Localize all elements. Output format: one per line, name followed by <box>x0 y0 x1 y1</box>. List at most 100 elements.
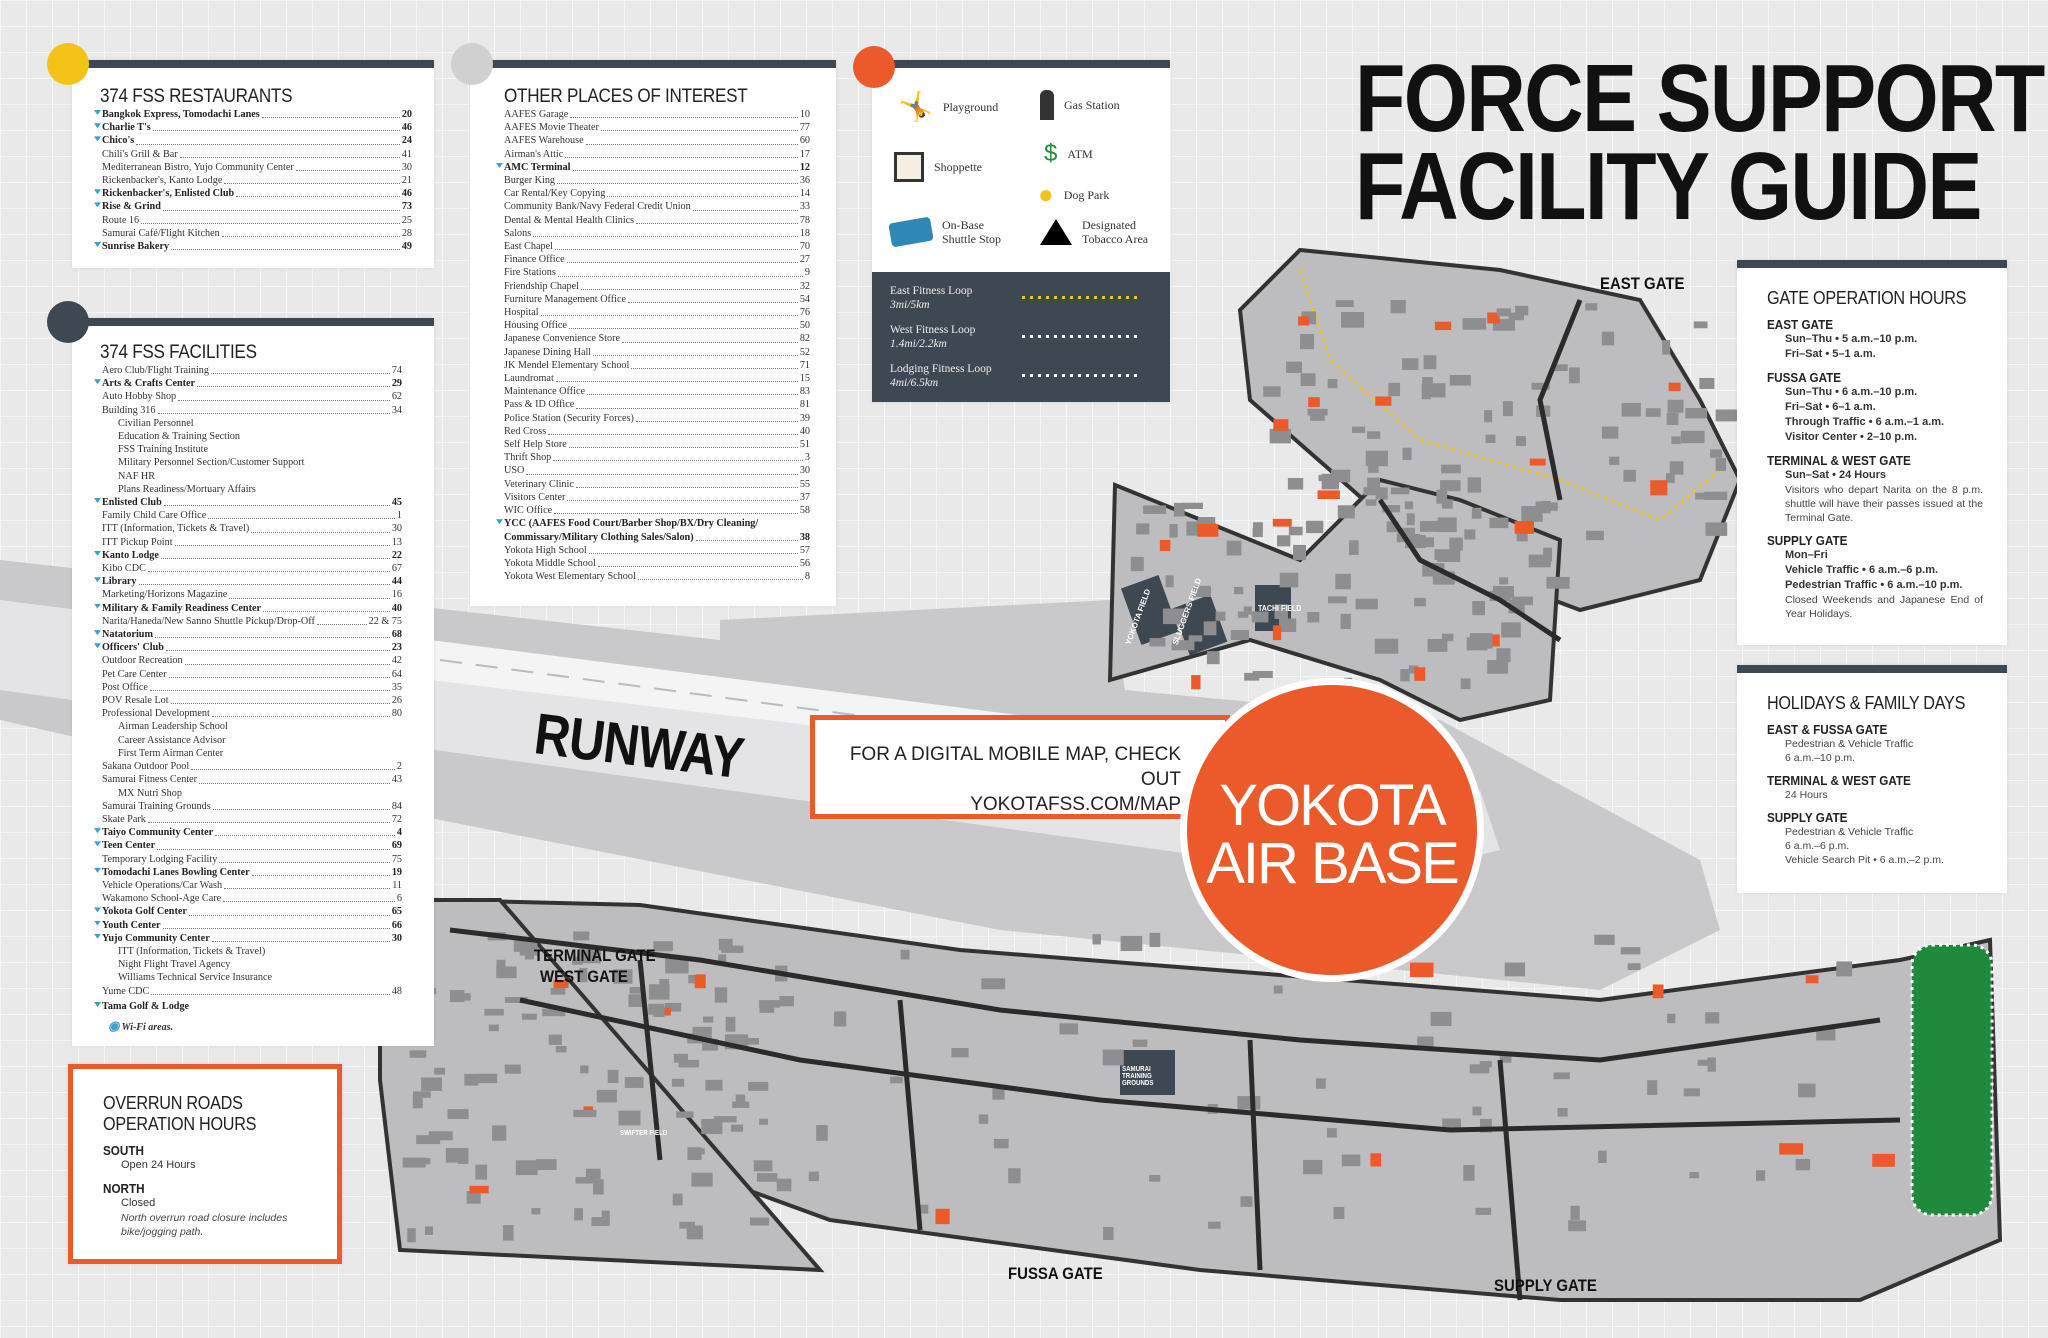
holiday-hours-line: 6 a.m.–6 p.m. <box>1785 840 1850 852</box>
divider <box>1737 665 2007 673</box>
building <box>1252 528 1263 538</box>
leader-dots <box>548 434 798 436</box>
gate-hours-line: Sun–Thu • 6 a.m.–10 p.m. <box>1785 386 1918 398</box>
map-number: 84 <box>391 800 402 812</box>
building <box>1273 985 1283 994</box>
item-name: Yokota High School <box>504 544 587 556</box>
building <box>553 979 569 989</box>
map-number: 46 <box>401 188 412 200</box>
building <box>464 1073 479 1086</box>
building <box>1390 487 1410 495</box>
wifi-icon <box>94 242 101 248</box>
building <box>1286 361 1303 373</box>
item-name: Family Child Care Office <box>102 510 207 522</box>
item-name: Chico's <box>102 135 135 147</box>
fussa-gate-label[interactable]: FUSSA GATE <box>1008 1264 1103 1283</box>
building <box>469 1185 489 1194</box>
map-number: 71 <box>799 359 810 371</box>
building <box>701 1119 723 1135</box>
map-number: 66 <box>391 919 402 931</box>
legend-shuttle: On-Base Shuttle Stop <box>888 216 1012 248</box>
building <box>402 1157 426 1168</box>
building <box>624 1076 644 1088</box>
item-name: Community Bank/Navy Federal Credit Union <box>504 201 691 213</box>
building <box>1273 419 1289 431</box>
leader-dots <box>631 368 798 370</box>
building <box>1298 316 1310 326</box>
west-gate-label[interactable]: WEST GATE <box>540 967 628 986</box>
map-number: 26 <box>391 695 402 707</box>
other-places-heading: OTHER PLACES OF INTEREST <box>504 86 748 107</box>
building <box>1363 487 1383 496</box>
facilities-panel: 374 FSS FACILITIES Aero Club/Flight Trai… <box>72 318 434 1046</box>
digital-map-callout[interactable]: FOR A DIGITAL MOBILE MAP, CHECK OUT YOKO… <box>810 715 1230 819</box>
item-name: Auto Hobby Shop <box>102 391 177 403</box>
item-name: Chili's Grill & Bar <box>102 148 178 160</box>
legend-tobacco: Designated Tobacco Area <box>1040 218 1162 246</box>
building <box>1169 524 1178 538</box>
building <box>1402 358 1419 370</box>
leader-dots <box>557 183 798 185</box>
terminal-gate-label[interactable]: TERMINAL GATE <box>534 946 656 965</box>
item-name: Military & Family Readiness Center <box>102 602 262 614</box>
building <box>1549 502 1558 511</box>
building <box>1546 576 1570 589</box>
leader-dots <box>157 412 390 414</box>
building <box>1230 630 1249 641</box>
gate-hours-line: Fri–Sat • 5–1 a.m. <box>1785 348 1876 360</box>
leader-dots <box>316 624 367 626</box>
map-number: 40 <box>391 602 402 614</box>
building <box>1485 434 1496 444</box>
building <box>1492 318 1515 331</box>
building <box>1467 477 1482 493</box>
leader-dots <box>215 835 395 837</box>
building <box>1253 522 1263 531</box>
building <box>1414 597 1426 607</box>
lodging-loop-line <box>1022 374 1142 377</box>
building <box>417 1158 431 1165</box>
field-label: SAMURAI TRAINING GROUNDS <box>1122 1066 1154 1087</box>
gate-hours-line: Pedestrian Traffic • 6 a.m.–10 p.m. <box>1785 579 1963 591</box>
list-item: Night Flight Travel Agency <box>102 958 402 971</box>
leader-dots <box>565 156 798 158</box>
item-name: Bangkok Express, Tomodachi Lanes <box>102 109 260 120</box>
supply-gate-label[interactable]: SUPPLY GATE <box>1494 1276 1597 1295</box>
leader-dots <box>208 518 395 520</box>
building <box>1469 633 1493 649</box>
building <box>1515 305 1529 316</box>
building <box>744 1037 759 1045</box>
building <box>407 1228 416 1243</box>
map-number: 12 <box>799 161 810 173</box>
map-number: 82 <box>799 333 810 345</box>
leader-dots <box>170 703 390 705</box>
east-gate-label[interactable]: EAST GATE <box>1600 274 1685 293</box>
leader-dots <box>162 927 390 929</box>
building <box>1601 426 1619 439</box>
wifi-icon <box>496 519 503 525</box>
item-name: Maintenance Office <box>504 386 585 398</box>
building <box>1623 469 1636 482</box>
building <box>1355 598 1378 610</box>
tobacco-triangle-icon <box>1040 219 1072 245</box>
leader-dots <box>567 500 798 502</box>
item-name: Marketing/Horizons Magazine <box>102 589 228 601</box>
building <box>1795 1158 1811 1171</box>
map-number: 69 <box>391 840 402 852</box>
item-name: Police Station (Security Forces) <box>504 412 634 424</box>
leader-dots <box>229 597 390 599</box>
building <box>1715 409 1738 422</box>
building <box>1705 1012 1720 1024</box>
building <box>1386 521 1399 533</box>
map-number: 67 <box>391 563 402 575</box>
